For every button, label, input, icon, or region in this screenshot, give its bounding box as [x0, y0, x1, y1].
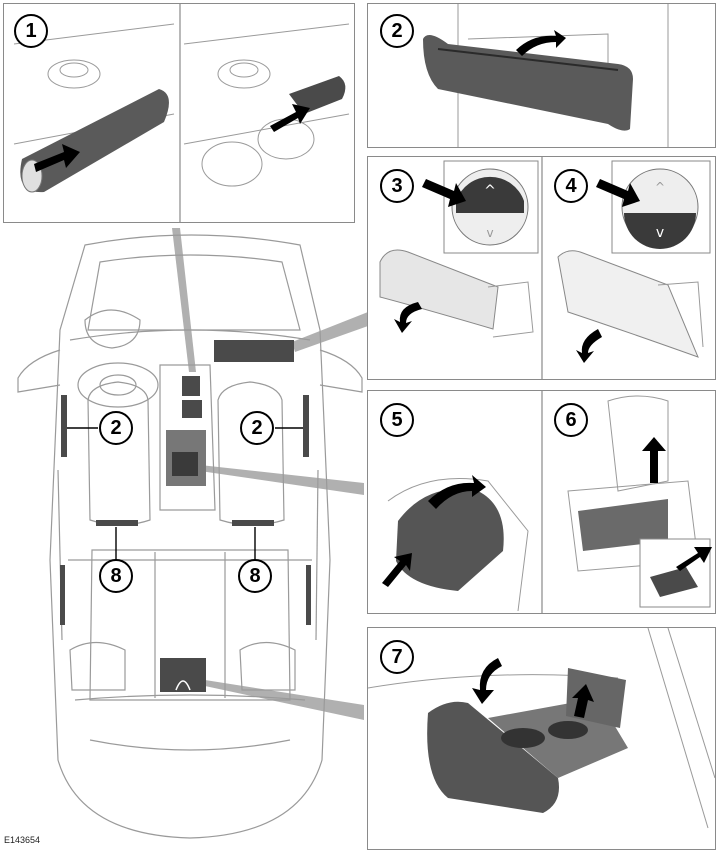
seatback-pocket-left [96, 520, 138, 526]
panel-2-door-pocket: 2 [367, 3, 716, 148]
door-pocket-front-right [303, 395, 309, 457]
armrest-inner-marker [172, 452, 198, 476]
rear-armrest-marker [160, 658, 206, 692]
callout-7: 7 [380, 640, 414, 674]
panel-7-rear-cupholder: 7 [367, 627, 716, 850]
leader-to-panel-5 [200, 465, 364, 495]
panel-1-illustration [13, 4, 350, 222]
panel-3-4-glovebox: ^ v ^ v 3 4 [367, 156, 716, 380]
callout-3: 3 [380, 169, 414, 203]
callout-4: 4 [554, 169, 588, 203]
door-pocket-front-left [61, 395, 67, 457]
leader-to-panel-1 [172, 228, 196, 372]
panel-3-4-illustration: ^ v ^ v [379, 157, 711, 379]
callout-1: 1 [14, 14, 48, 48]
glovebox-marker [214, 340, 294, 362]
callout-2: 2 [380, 14, 414, 48]
callout-6: 6 [554, 403, 588, 437]
callout-2-right: 2 [240, 411, 274, 445]
door-pocket-rear-right [306, 565, 311, 625]
callout-2-left: 2 [99, 411, 133, 445]
svg-text:^: ^ [655, 180, 665, 194]
leader-to-panel-3 [292, 312, 368, 352]
front-cupholder-marker [182, 376, 200, 396]
door-pocket-rear-left [60, 565, 65, 625]
callout-8-left: 8 [99, 559, 133, 593]
callout-8-right: 8 [238, 559, 272, 593]
figure-code: E143654 [4, 835, 41, 845]
panel-5-6-armrest: 5 6 [367, 390, 716, 614]
upper-console-marker [182, 400, 202, 418]
seatback-pocket-right [232, 520, 274, 526]
compartment-markers [60, 340, 311, 692]
svg-text:v: v [656, 225, 664, 241]
callout-5: 5 [380, 403, 414, 437]
panel-2-illustration [423, 4, 669, 147]
panel-1-cupholder: 1 [3, 3, 355, 223]
panel-5-6-illustration [382, 391, 712, 613]
svg-text:v: v [486, 226, 493, 240]
panel-7-illustration [368, 628, 715, 829]
svg-text:^: ^ [484, 183, 496, 199]
